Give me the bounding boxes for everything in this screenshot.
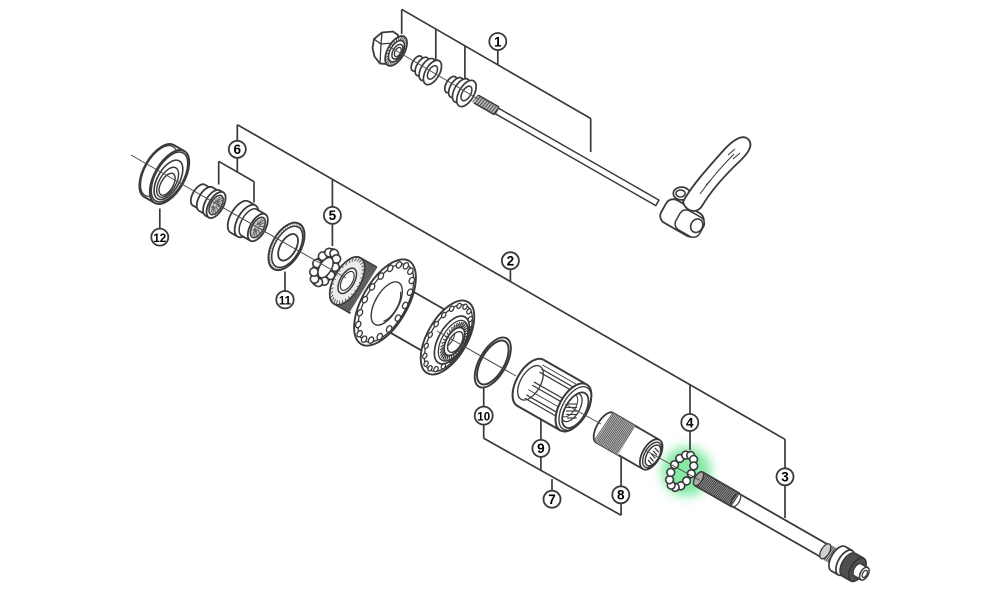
svg-text:8: 8 bbox=[617, 488, 625, 503]
svg-text:5: 5 bbox=[329, 208, 337, 223]
svg-text:11: 11 bbox=[279, 296, 292, 308]
svg-text:12: 12 bbox=[153, 233, 166, 245]
svg-text:6: 6 bbox=[234, 142, 242, 157]
svg-text:10: 10 bbox=[477, 411, 490, 423]
svg-text:9: 9 bbox=[537, 441, 545, 456]
svg-text:3: 3 bbox=[781, 470, 789, 485]
svg-text:1: 1 bbox=[494, 34, 502, 49]
svg-text:7: 7 bbox=[548, 492, 556, 507]
svg-text:2: 2 bbox=[507, 254, 515, 269]
svg-text:4: 4 bbox=[686, 415, 694, 430]
